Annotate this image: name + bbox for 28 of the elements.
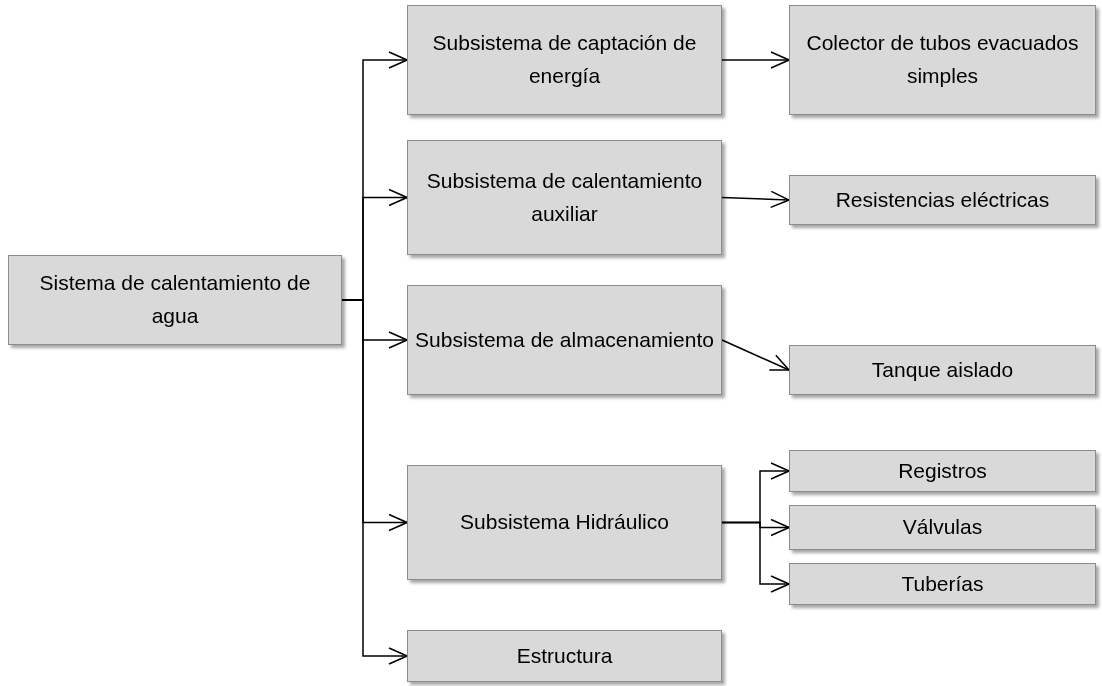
process-box <box>789 563 1096 605</box>
node-label: Registros <box>898 457 987 484</box>
process-box <box>789 450 1096 492</box>
node-label: Subsistema de captación de energía <box>431 30 698 89</box>
node-label: Tanque aislado <box>871 356 1014 383</box>
node-label: Subsistema de calentamiento auxiliar <box>425 167 704 227</box>
arrow <box>721 190 790 209</box>
node-label: Subsistema de almacenamiento <box>415 326 714 353</box>
node-label: Colector de tubos evacuados simples <box>805 30 1080 89</box>
process-box <box>407 285 722 395</box>
node-label: Sistema de calentamiento de agua <box>38 270 312 329</box>
process-box <box>789 175 1096 225</box>
process-box <box>407 5 722 115</box>
process-box <box>789 5 1096 115</box>
arrow <box>721 51 790 69</box>
process-box <box>789 345 1096 395</box>
node-label: Válvulas <box>902 514 983 541</box>
arrow <box>721 339 790 371</box>
process-box <box>407 465 722 580</box>
process-box <box>789 505 1096 550</box>
process-box <box>8 255 342 345</box>
process-box <box>407 140 722 255</box>
node-label: Subsistema Hidráulico <box>460 509 669 536</box>
node-label: Tuberías <box>901 570 984 597</box>
process-box <box>407 630 722 682</box>
node-label: Estructura <box>516 642 613 669</box>
node-label: Resistencias eléctricas <box>835 186 1050 213</box>
arrow <box>721 521 790 593</box>
